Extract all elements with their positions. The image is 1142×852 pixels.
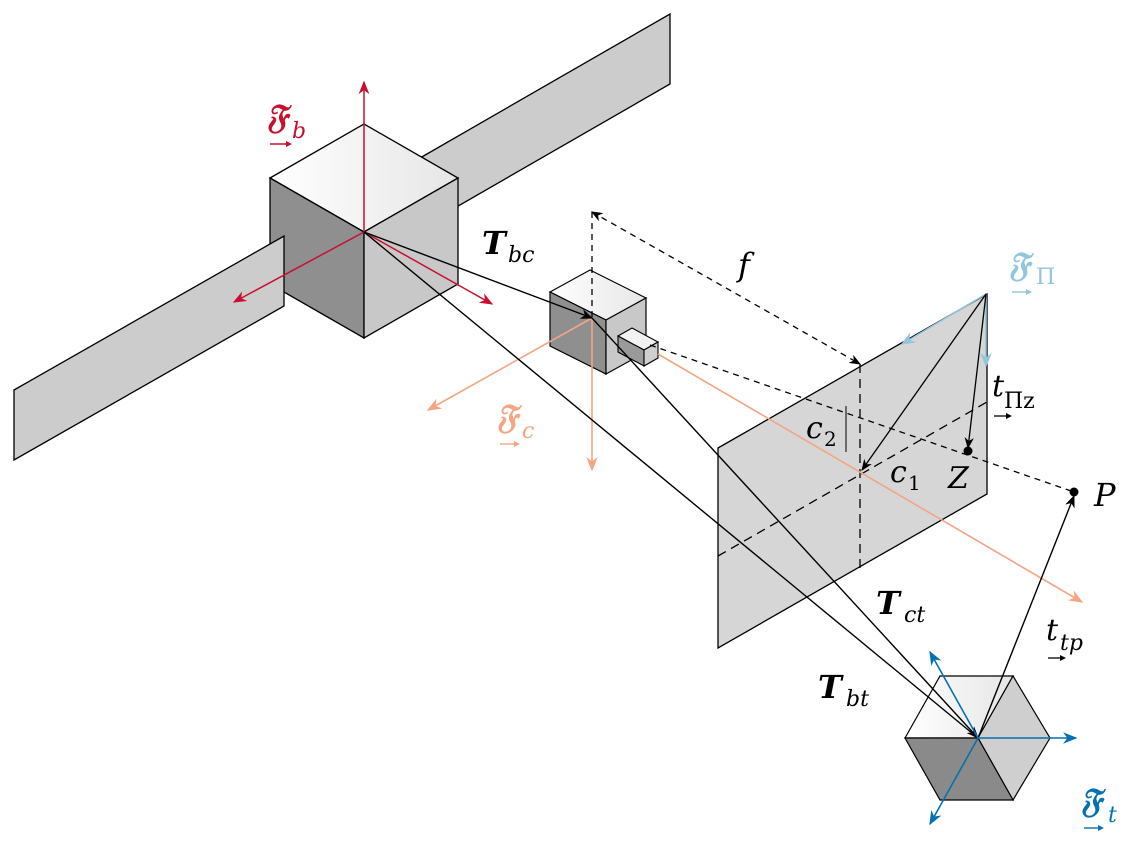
- T-ct-line: [591, 317, 979, 739]
- svg-text:c: c: [890, 455, 907, 490]
- svg-text:Π: Π: [1036, 265, 1055, 290]
- vector-to-principal-point: [861, 293, 987, 471]
- svg-text:b: b: [292, 119, 306, 144]
- svg-text:ct: ct: [904, 603, 925, 628]
- svg-text:T: T: [482, 224, 508, 262]
- label-frame-camera: 𝔉 c: [496, 397, 534, 447]
- point-Z-dot: [963, 446, 973, 456]
- satellite: [13, 12, 671, 462]
- focal-length-arrow: [590, 211, 862, 365]
- target-axis-down: [929, 737, 979, 826]
- projection-ray-to-P: [649, 344, 1075, 493]
- svg-text:bt: bt: [846, 687, 869, 712]
- label-t-piz: t Πz: [992, 369, 1035, 419]
- svg-text:bc: bc: [508, 243, 534, 268]
- svg-text:tp: tp: [1060, 631, 1083, 656]
- image-plane: [717, 292, 988, 650]
- focal-lines: [590, 211, 1075, 493]
- target-axis-up: [929, 650, 979, 739]
- svg-text:t: t: [1108, 803, 1117, 828]
- svg-text:𝔉: 𝔉: [1080, 781, 1106, 821]
- transform-lines: [363, 231, 1075, 739]
- target-left-face: [903, 737, 1015, 801]
- svg-text:𝔉: 𝔉: [266, 97, 292, 137]
- image-frame-axes: [845, 293, 1079, 497]
- label-frame-target: 𝔉 t: [1080, 781, 1117, 831]
- camera: [548, 269, 660, 376]
- label-t-tp: t tp: [1046, 613, 1083, 661]
- vector-to-Z: [964, 293, 987, 450]
- svg-text:𝔉: 𝔉: [496, 397, 522, 437]
- label-T-bc: T bc: [482, 224, 534, 268]
- svg-text:T: T: [876, 584, 902, 622]
- svg-text:2: 2: [824, 427, 837, 451]
- svg-text:1: 1: [908, 471, 921, 495]
- label-point-P: P: [1093, 476, 1116, 514]
- image-axis-c1-dashed: [717, 401, 988, 557]
- solar-panel-left: [13, 234, 285, 462]
- svg-text:c: c: [806, 411, 823, 446]
- label-T-ct: T ct: [876, 584, 925, 628]
- image-plane-panel: [717, 292, 988, 650]
- body-axis-x: [232, 231, 365, 303]
- label-c1: c 1: [890, 455, 921, 495]
- label-focal-length: f: [736, 246, 755, 284]
- camera-optical-axis: [657, 353, 1084, 603]
- svg-text:t: t: [1046, 613, 1059, 648]
- body-axis-y: [363, 231, 494, 305]
- camera-axis-left: [426, 317, 593, 411]
- label-T-bt: T bt: [818, 668, 869, 712]
- svg-text:𝔉: 𝔉: [1008, 245, 1034, 285]
- label-point-Z: Z: [947, 461, 970, 496]
- image-axis-left: [900, 293, 987, 345]
- T-bc-arrow: [363, 231, 594, 319]
- T-bt-line: [363, 231, 979, 739]
- label-frame-body: 𝔉 b: [266, 97, 306, 147]
- target-frame-axes: [929, 650, 1078, 826]
- point-P-dot: [1069, 487, 1079, 497]
- svg-text:c: c: [522, 419, 534, 444]
- svg-text:Πz: Πz: [1004, 389, 1035, 414]
- t-tp-arrow: [977, 494, 1075, 739]
- label-frame-image: 𝔉 Π: [1008, 245, 1055, 295]
- label-c2: c 2: [806, 411, 837, 451]
- svg-text:T: T: [818, 668, 844, 706]
- svg-text:t: t: [992, 369, 1005, 404]
